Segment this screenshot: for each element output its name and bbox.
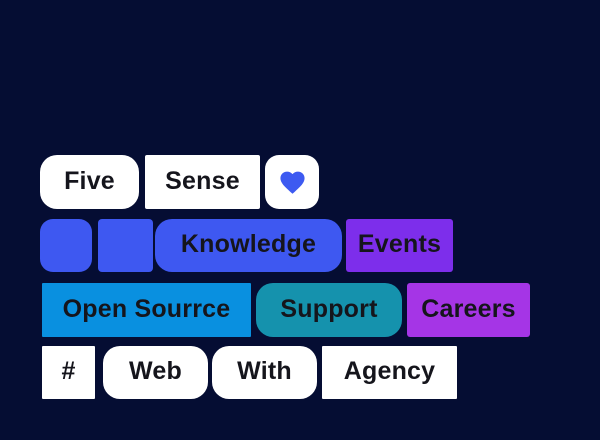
blue-square-tile-1[interactable] bbox=[40, 219, 92, 272]
tag-agency[interactable]: Agency bbox=[322, 346, 457, 399]
tag-careers[interactable]: Careers bbox=[407, 283, 530, 337]
heart-button[interactable] bbox=[265, 155, 319, 209]
tag-events-label: Events bbox=[357, 230, 442, 258]
tag-hash-label: # bbox=[61, 357, 76, 385]
tag-sense[interactable]: Sense bbox=[145, 155, 260, 209]
tag-open-source-label: Open Sourrce bbox=[62, 294, 231, 323]
heart-icon bbox=[279, 171, 305, 194]
tag-support-label: Support bbox=[280, 294, 378, 323]
tag-with-label: With bbox=[237, 357, 292, 385]
tag-five-label: Five bbox=[64, 166, 115, 195]
tag-five[interactable]: Five bbox=[40, 155, 139, 209]
blue-square-tile-2[interactable] bbox=[98, 219, 153, 272]
tag-knowledge-label: Knowledge bbox=[180, 230, 317, 258]
tag-knowledge[interactable]: Knowledge bbox=[155, 219, 342, 272]
tag-web-label: Web bbox=[129, 357, 182, 385]
tag-sense-label: Sense bbox=[165, 166, 240, 195]
tag-hash[interactable]: # bbox=[42, 346, 95, 399]
tag-web[interactable]: Web bbox=[103, 346, 208, 399]
tag-open-source[interactable]: Open Sourrce bbox=[42, 283, 251, 337]
tag-agency-label: Agency bbox=[343, 357, 436, 385]
tag-with[interactable]: With bbox=[212, 346, 317, 399]
tag-events[interactable]: Events bbox=[346, 219, 453, 272]
tag-careers-label: Careers bbox=[421, 294, 516, 323]
tag-support[interactable]: Support bbox=[256, 283, 402, 337]
